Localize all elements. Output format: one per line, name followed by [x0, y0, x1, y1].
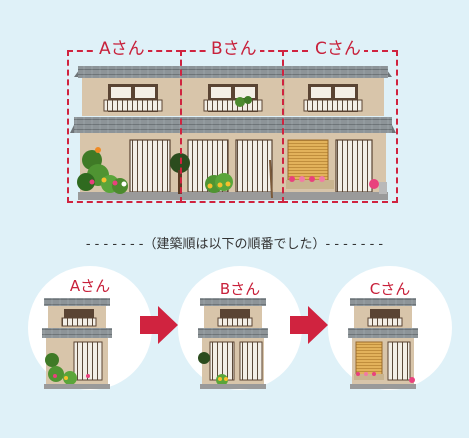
sequence-label-b: Bさん: [219, 280, 261, 298]
label-a: Aさん: [96, 39, 148, 59]
construction-order-caption: - - - - - - -（建築順は以下の順番でした）- - - - - - -: [85, 237, 384, 252]
sequence-label-c: Cさん: [369, 280, 411, 298]
label-b: Bさん: [208, 39, 260, 59]
label-c: Cさん: [312, 39, 364, 59]
sequence-label-a: Aさん: [69, 277, 111, 295]
